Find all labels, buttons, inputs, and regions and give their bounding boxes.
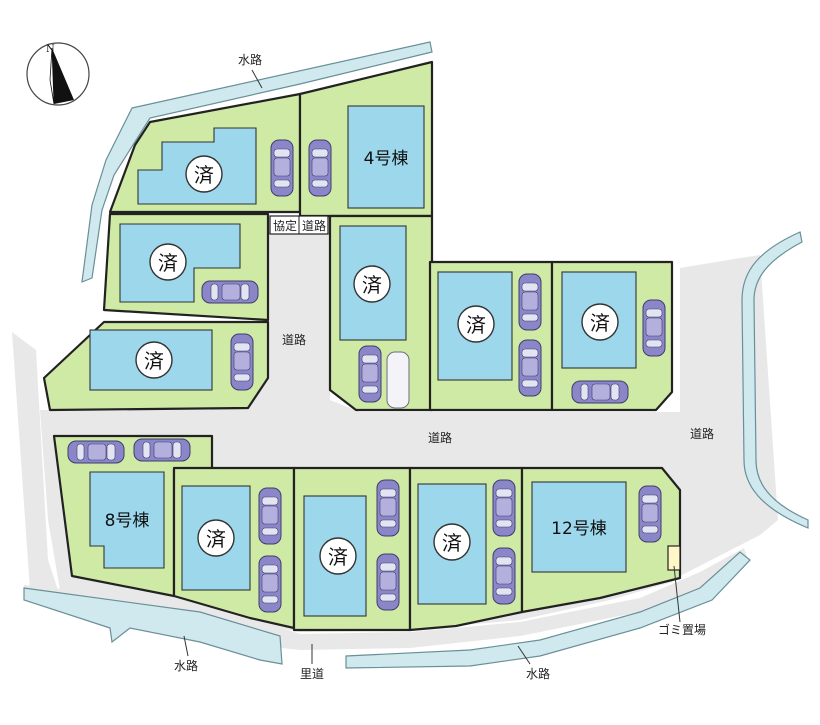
lot-8-label: 8号棟 bbox=[105, 511, 150, 531]
waterway-east bbox=[741, 231, 809, 529]
waterway-top-leader bbox=[251, 69, 263, 89]
parked-car-icon bbox=[230, 333, 254, 391]
sold-ring bbox=[185, 155, 223, 193]
lot-12-house bbox=[531, 481, 627, 573]
road-center-label: 道路 bbox=[282, 332, 306, 347]
waterway-bottom-left-leader bbox=[183, 635, 189, 657]
lot-8-house bbox=[89, 471, 165, 569]
sold-ring bbox=[581, 303, 619, 341]
sold-ring bbox=[353, 265, 391, 303]
parked-car-icon bbox=[492, 547, 516, 605]
parked-car-icon bbox=[308, 139, 332, 197]
sold-ring bbox=[135, 341, 173, 379]
waterway-south-right bbox=[345, 551, 751, 669]
lot-2-label: 済 bbox=[158, 251, 178, 275]
parked-car-icon bbox=[638, 485, 662, 543]
lot-4-house bbox=[347, 105, 425, 209]
parked-car-icon bbox=[201, 280, 259, 304]
lot-10-label: 済 bbox=[328, 545, 348, 569]
lot-9-label: 済 bbox=[206, 527, 226, 551]
waterways bbox=[23, 41, 809, 669]
parked-car-icon bbox=[67, 440, 125, 464]
waterway-bottom-right-leader bbox=[517, 645, 531, 665]
north-arrow-icon: N bbox=[26, 42, 90, 106]
sold-ring bbox=[319, 537, 357, 575]
lot-7-label: 済 bbox=[590, 311, 610, 335]
lot-4-label: 4号棟 bbox=[364, 149, 409, 169]
agreed-road-label: 協定 bbox=[273, 218, 297, 233]
waterway-top-label: 水路 bbox=[238, 52, 262, 67]
lot-3-label: 済 bbox=[144, 349, 164, 373]
lot-11-label: 済 bbox=[442, 531, 462, 555]
lot-labels: 済 済 済 4号棟 済 済 済 8号棟 済 済 済 12号棟 bbox=[105, 149, 610, 569]
waterway-north bbox=[81, 41, 433, 283]
lot-6-label: 済 bbox=[466, 313, 486, 337]
waterway-bottom-right-label: 水路 bbox=[526, 666, 550, 681]
road-main-label: 道路 bbox=[428, 430, 452, 445]
garbage-station-label: ゴミ置場 bbox=[658, 622, 706, 637]
sold-ring bbox=[457, 305, 495, 343]
road-west-strip bbox=[12, 332, 58, 590]
parking-cars bbox=[67, 139, 666, 613]
parked-car-icon bbox=[518, 273, 542, 331]
parked-car-icon bbox=[258, 487, 282, 545]
waterway-bottom-left-label: 水路 bbox=[174, 658, 198, 673]
parked-car-icon bbox=[571, 380, 629, 404]
parked-car-icon bbox=[642, 299, 666, 357]
sold-ring bbox=[149, 243, 187, 281]
parked-car-icon bbox=[518, 339, 542, 397]
parked-car-icon bbox=[376, 553, 400, 611]
parked-car-icon bbox=[492, 479, 516, 537]
lot-12-label: 12号棟 bbox=[551, 519, 607, 539]
compass-letter: N bbox=[46, 44, 55, 55]
waterway-south-left bbox=[23, 587, 283, 665]
parked-car-icon bbox=[133, 438, 191, 462]
garbage-station-leader bbox=[673, 565, 681, 623]
parked-car-icon bbox=[270, 139, 294, 197]
agreed-road-box: 協定 道路 bbox=[269, 215, 329, 235]
agreed-road-suffix-label: 道路 bbox=[302, 218, 326, 233]
parking-space-icon bbox=[386, 351, 410, 409]
parked-car-icon bbox=[376, 479, 400, 537]
village-path-label: 里道 bbox=[300, 667, 324, 681]
road-east-label: 道路 bbox=[690, 426, 714, 441]
sold-ring bbox=[197, 519, 235, 557]
parked-car-icon bbox=[358, 345, 382, 403]
sold-ring bbox=[433, 523, 471, 561]
lot-5-label: 済 bbox=[362, 273, 382, 297]
parked-car-icon bbox=[258, 555, 282, 613]
lot-1-label: 済 bbox=[194, 163, 214, 187]
sold-markers bbox=[135, 155, 619, 575]
